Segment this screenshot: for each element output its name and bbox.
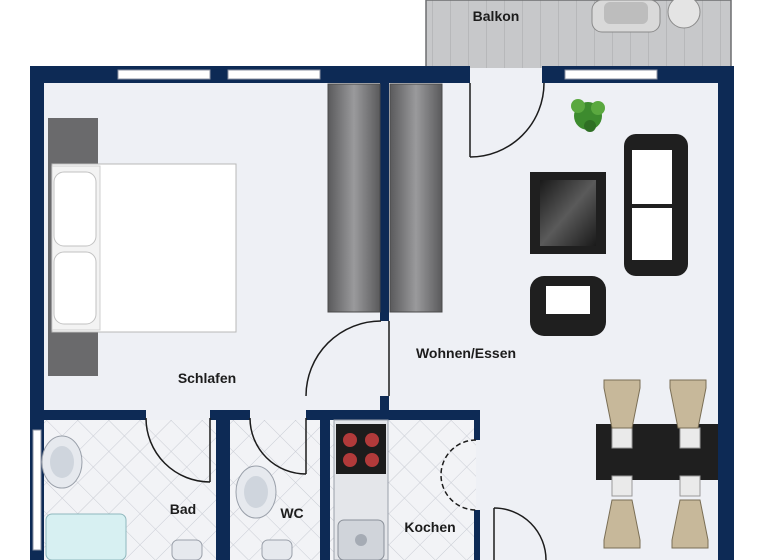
dining-table-icon <box>596 379 718 549</box>
room-label-balcony: Balkon <box>473 8 520 24</box>
living-furniture <box>530 99 718 549</box>
bed-icon <box>51 163 237 333</box>
room-label-bedroom: Schlafen <box>178 370 236 386</box>
doors <box>145 82 547 560</box>
toilet-icon <box>261 539 293 560</box>
sink-icon <box>41 435 83 489</box>
sink-icon <box>235 465 277 519</box>
kitchen-counter <box>333 419 389 560</box>
room-label-kitchen: Kochen <box>404 519 455 535</box>
sanitary-fixtures <box>41 435 293 560</box>
windows <box>32 69 658 551</box>
shower-icon <box>45 513 127 560</box>
room-label-bath: Bad <box>170 501 196 517</box>
room-labels: Balkon Schlafen Wohnen/Essen Bad WC Koch… <box>170 8 520 535</box>
armchair-icon <box>591 0 701 33</box>
bedroom-furniture <box>48 83 443 376</box>
wardrobe-icon <box>327 83 443 313</box>
stove-icon <box>336 424 386 474</box>
armchair-icon <box>530 276 606 336</box>
room-label-living: Wohnen/Essen <box>416 345 516 361</box>
toilet-icon <box>171 539 203 560</box>
sofa-icon <box>624 134 688 276</box>
balcony <box>425 0 732 71</box>
room-label-wc: WC <box>280 505 303 521</box>
kitchen-sink-icon <box>337 519 385 560</box>
coffee-table-icon <box>530 172 606 254</box>
plant-icon <box>571 99 605 132</box>
